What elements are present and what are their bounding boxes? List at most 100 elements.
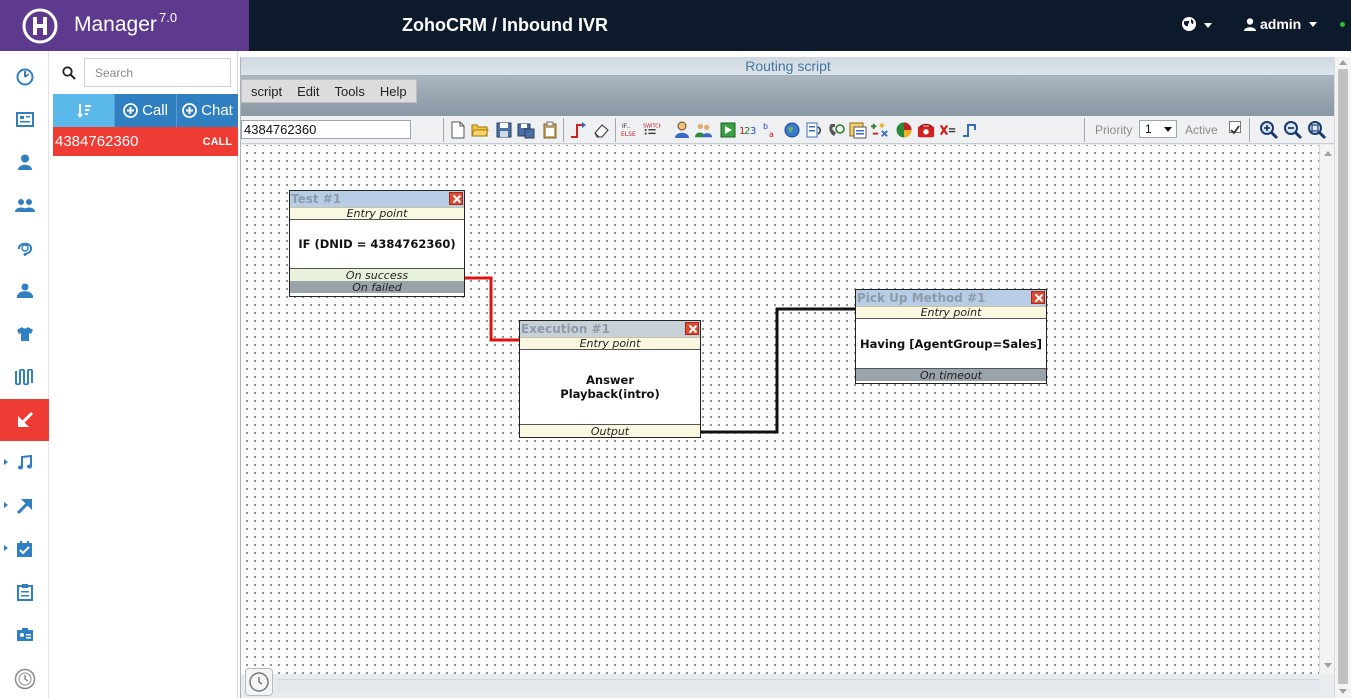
svg-text:1: 1 <box>739 126 745 137</box>
queue-icon[interactable] <box>849 121 867 139</box>
zoom-fit-icon[interactable] <box>1307 120 1327 140</box>
phone-icon[interactable] <box>917 121 935 139</box>
nav-music[interactable] <box>0 442 49 484</box>
canvas-vertical-scrollbar[interactable] <box>1319 145 1334 674</box>
routing-canvas[interactable]: Test #1 Entry point IF (DNID = 438476236… <box>241 145 1319 674</box>
page-scrollbar[interactable] <box>1334 57 1351 698</box>
close-icon[interactable] <box>685 322 699 335</box>
clock-icon <box>249 672 269 692</box>
plus-circle-icon <box>123 103 138 118</box>
switch-icon[interactable]: SWITCH <box>643 121 661 139</box>
user-menu[interactable]: admin <box>1244 16 1318 32</box>
logo-icon <box>22 8 58 44</box>
connections <box>465 276 855 434</box>
nav-dashboard[interactable] <box>0 56 49 98</box>
node-pickup-method[interactable]: Pick Up Method #1 Entry point Having [Ag… <box>855 289 1047 384</box>
node-body-line: Having [AgentGroup=Sales] <box>859 336 1043 351</box>
open-folder-icon[interactable] <box>471 121 489 139</box>
history-button[interactable] <box>245 668 273 696</box>
number-field[interactable]: 4384762360 <box>241 120 411 139</box>
callback-icon[interactable] <box>827 121 845 139</box>
scroll-down-icon[interactable] <box>1324 663 1332 668</box>
nav-inbound[interactable] <box>0 399 49 441</box>
nav-wave[interactable] <box>0 356 49 398</box>
menu-help[interactable]: Help <box>379 83 407 99</box>
expand-icon <box>4 545 8 551</box>
node-test[interactable]: Test #1 Entry point IF (DNID = 438476236… <box>289 190 465 297</box>
search-icon <box>62 66 76 80</box>
svg-text:IF..: IF.. <box>622 123 630 130</box>
playback-icon[interactable] <box>719 121 737 139</box>
eraser-icon[interactable] <box>593 121 611 139</box>
canvas-horizontal-scrollbar[interactable] <box>277 679 1319 693</box>
voicemail-icon[interactable] <box>805 121 823 139</box>
menu-script[interactable]: script <box>251 83 283 99</box>
active-checkbox[interactable] <box>1229 121 1241 135</box>
new-file-icon[interactable] <box>449 121 467 139</box>
goto-icon[interactable] <box>961 121 979 139</box>
menu-tools[interactable]: Tools <box>334 83 365 99</box>
checkmark-icon <box>1230 125 1240 135</box>
scroll-up-icon[interactable] <box>1339 60 1347 65</box>
contact-call-action[interactable]: CALL <box>202 136 232 148</box>
nav-agent[interactable] <box>0 270 49 312</box>
save-as-icon[interactable] <box>517 121 535 139</box>
wave-icon <box>14 369 33 385</box>
toolbar-separator <box>1249 118 1250 142</box>
nav-tasks[interactable] <box>0 528 49 570</box>
close-icon[interactable] <box>449 192 463 205</box>
toolbar-separator <box>615 118 616 142</box>
node-entry: Entry point <box>520 337 700 350</box>
nav-id-card[interactable] <box>0 614 49 656</box>
hangup-icon[interactable] <box>939 121 957 139</box>
user-icon <box>1244 17 1256 31</box>
nav-outbound[interactable] <box>0 485 49 527</box>
node-output-timeout[interactable]: On timeout <box>856 368 1046 382</box>
agent-icon[interactable] <box>673 121 691 139</box>
connector-icon[interactable] <box>569 121 587 139</box>
connection-success <box>465 276 520 342</box>
scrollbar-thumb[interactable] <box>1338 69 1348 684</box>
svg-text:ELSE: ELSE <box>621 131 636 138</box>
status-dot <box>1340 22 1345 27</box>
nav-clipboard[interactable] <box>0 571 49 613</box>
variables-icon[interactable] <box>871 121 889 139</box>
scroll-down-icon[interactable] <box>1339 689 1347 694</box>
save-icon[interactable] <box>495 121 513 139</box>
nav-support[interactable] <box>0 227 49 269</box>
nav-user[interactable] <box>0 141 49 183</box>
if-else-icon[interactable]: IF..ELSE <box>621 121 639 139</box>
node-body-line: Answer <box>585 373 635 387</box>
nav-rail <box>0 51 49 698</box>
nav-users-group[interactable] <box>0 184 49 226</box>
sort-button[interactable] <box>53 94 114 127</box>
nav-history[interactable] <box>0 658 49 698</box>
node-execution[interactable]: Execution #1 Entry point Answer Playback… <box>519 320 701 438</box>
music-icon <box>17 455 32 470</box>
node-output[interactable]: Output <box>520 424 700 438</box>
stats-icon[interactable] <box>895 121 913 139</box>
active-label: Active <box>1185 123 1218 137</box>
language-menu[interactable] <box>1181 16 1212 36</box>
contact-item[interactable]: 4384762360 CALL <box>53 127 238 156</box>
node-entry: Entry point <box>856 306 1046 319</box>
nav-reports[interactable] <box>0 98 49 140</box>
paste-icon[interactable] <box>541 121 559 139</box>
call-button[interactable]: Call <box>114 94 176 127</box>
contact-number: 4384762360 <box>55 133 139 150</box>
nav-shirt[interactable] <box>0 313 49 355</box>
close-icon[interactable] <box>1031 291 1045 304</box>
web-icon[interactable] <box>783 121 801 139</box>
search-input[interactable] <box>84 58 231 87</box>
node-output-failed[interactable]: On failed <box>290 281 464 294</box>
priority-select[interactable]: 1 <box>1139 120 1177 138</box>
menu-edit[interactable]: Edit <box>297 83 320 99</box>
zoom-in-icon[interactable] <box>1259 120 1279 140</box>
node-output-success[interactable]: On success <box>290 268 464 282</box>
zoom-out-icon[interactable] <box>1283 120 1303 140</box>
chat-button[interactable]: Chat <box>176 94 238 127</box>
agent-group-icon[interactable] <box>695 121 713 139</box>
scroll-up-icon[interactable] <box>1324 151 1332 156</box>
text-to-speech-icon[interactable]: ba <box>761 121 779 139</box>
